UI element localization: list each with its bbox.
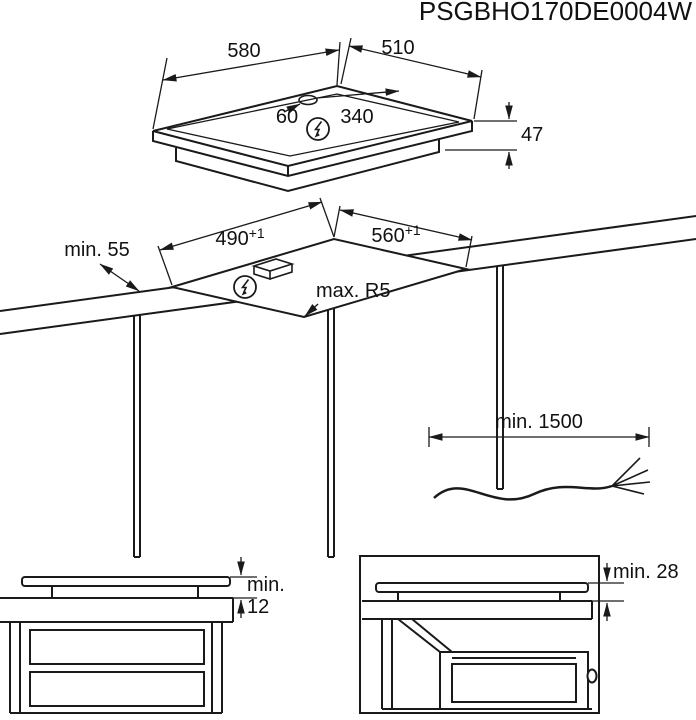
oven-clearance-label: min. 28 — [613, 561, 679, 583]
cabinet-side — [9, 622, 223, 714]
top-view-dimensions — [152, 37, 517, 169]
cutout-dimensions — [99, 197, 473, 317]
cable-hole — [298, 94, 318, 106]
oven-door — [451, 663, 577, 703]
worktop-side — [0, 597, 234, 623]
max-corner-radius-label: max. R5 — [316, 280, 390, 302]
dim-cutout-width-label: 560+1 — [371, 222, 421, 247]
power-cable — [433, 484, 613, 501]
drawer-clearance-word: min. — [247, 574, 285, 596]
hob-top-view: 580 510 47 60 340 — [152, 37, 543, 193]
table-legs — [133, 266, 504, 558]
power-cord-view: min. 1500 — [428, 411, 651, 501]
hob-glass-side — [375, 582, 589, 593]
inset-frame — [359, 555, 600, 714]
oven-install-view: min. 28 — [359, 555, 679, 714]
oven-outline — [439, 651, 589, 710]
lightning-bolt-icon — [306, 117, 330, 141]
hob-body-side — [51, 585, 199, 599]
dim-height-label: 47 — [521, 124, 543, 146]
dim-depth-label: 510 — [381, 37, 414, 59]
dim-cutout-depth-label: 490+1 — [215, 225, 265, 250]
dim-hole-right-label: 340 — [340, 106, 373, 128]
cord-dimension — [428, 427, 650, 447]
hob-glass-thickness — [152, 121, 473, 178]
hob-body — [175, 139, 440, 193]
cabinet-and-oven — [381, 618, 598, 710]
drawer-clearance-dimension — [230, 557, 257, 618]
terminal-box — [251, 258, 295, 281]
cord-length-label: min. 1500 — [495, 411, 583, 433]
oven-clearance-dimension — [588, 563, 624, 621]
hob-body-side — [397, 591, 561, 602]
lightning-bolt-icon — [233, 275, 257, 299]
hob-inner-edge — [166, 93, 460, 157]
cable-strands — [611, 457, 651, 495]
worktop-cutout-view: 490+1 560+1 min. 55 max. R5 — [0, 197, 696, 558]
dim-width-label: 580 — [227, 40, 260, 62]
drawer-clearance-value: 12 — [247, 596, 269, 618]
worktop-side — [362, 600, 593, 620]
dim-hole-left-label: 60 — [276, 106, 298, 128]
drawer-install-view: min. 12 — [0, 557, 285, 714]
hob-glass-side — [21, 576, 231, 587]
part-number: PSGBHO170DE0004W — [419, 0, 693, 26]
oven-knob — [586, 668, 598, 684]
min-edge-distance-label: min. 55 — [64, 239, 130, 261]
